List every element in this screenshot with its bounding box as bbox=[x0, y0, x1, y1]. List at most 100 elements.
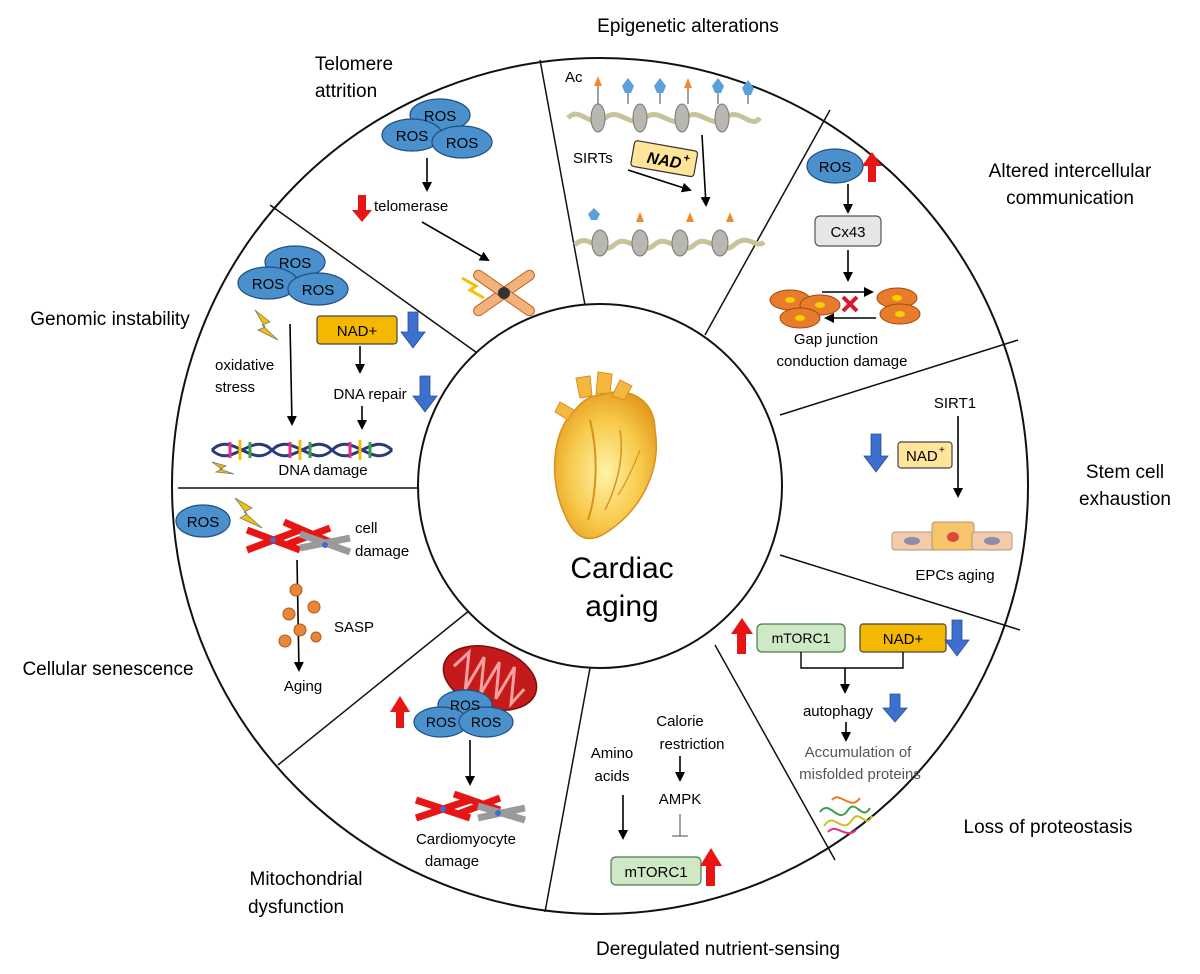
ros-cluster: ROS ROS ROS bbox=[413, 689, 514, 738]
label-stem-2: exhaustion bbox=[1079, 489, 1171, 510]
svg-text:NAD+: NAD+ bbox=[883, 631, 924, 648]
accumulation-1: Accumulation of bbox=[805, 744, 913, 761]
dna-helix-icon bbox=[210, 440, 394, 460]
telomere-section: ROS ROS ROS telomerase bbox=[352, 98, 535, 317]
up-arrow-red bbox=[700, 848, 722, 886]
nad-badge-epigenetic: NAD + bbox=[630, 140, 699, 178]
aging-text: Aging bbox=[284, 678, 322, 695]
label-intercellular-1: Altered intercellular bbox=[989, 161, 1152, 182]
svg-text:ROS: ROS bbox=[446, 135, 479, 152]
down-arrow-blue bbox=[882, 693, 908, 723]
svg-text:mTORC1: mTORC1 bbox=[772, 630, 831, 646]
sector-dividers bbox=[178, 59, 1021, 913]
label-proteostasis: Loss of proteostasis bbox=[964, 817, 1133, 838]
intercellular-section: ROS Cx43 Gap junction conduction damage bbox=[769, 148, 921, 370]
calorie-2: restriction bbox=[659, 736, 724, 753]
oxidative-1: oxidative bbox=[215, 357, 274, 374]
chromatin-top bbox=[566, 76, 762, 133]
label-epigenetic: Epigenetic alterations bbox=[597, 16, 779, 37]
epcs-text: EPCs aging bbox=[915, 567, 994, 584]
cx43-box bbox=[814, 215, 882, 247]
sirt1-text: SIRT1 bbox=[934, 395, 976, 412]
telomerase-text: telomerase bbox=[374, 198, 448, 215]
svg-text:+: + bbox=[683, 152, 691, 165]
up-arrow-red bbox=[862, 152, 882, 182]
mtorc1-box bbox=[610, 856, 702, 886]
misfolded-protein-icon bbox=[819, 796, 873, 835]
epc-cells-icon bbox=[891, 521, 1013, 551]
svg-text:+: + bbox=[939, 445, 945, 456]
label-genomic: Genomic instability bbox=[30, 309, 190, 330]
label-stem-1: Stem cell bbox=[1086, 462, 1164, 483]
svg-text:Cx43: Cx43 bbox=[830, 224, 865, 241]
svg-text:NAD: NAD bbox=[646, 150, 684, 173]
label-senescence: Cellular senescence bbox=[22, 659, 193, 680]
ros-bubble bbox=[175, 504, 231, 538]
nad-box bbox=[316, 315, 398, 345]
svg-text:mTORC1: mTORC1 bbox=[624, 864, 687, 881]
label-telomere-2: attrition bbox=[315, 81, 377, 102]
sasp-particles bbox=[278, 583, 322, 648]
up-arrow-red bbox=[731, 618, 753, 654]
sasp-text: SASP bbox=[334, 619, 374, 636]
svg-text:NAD+: NAD+ bbox=[337, 323, 378, 340]
cardiomyocyte-2: damage bbox=[425, 853, 479, 870]
chromatin-bottom bbox=[573, 208, 766, 257]
svg-text:ROS: ROS bbox=[424, 108, 457, 125]
accumulation-2: misfolded proteins bbox=[799, 766, 921, 783]
senescence-section: ROS cell damage SASP Aging bbox=[175, 497, 409, 695]
svg-text:ROS: ROS bbox=[471, 714, 501, 730]
mito-section: ROS ROS ROS Cardiomyocyte damage bbox=[390, 645, 538, 870]
nutrient-section: Calorie restriction Amino acids AMPK mTO… bbox=[591, 713, 725, 886]
label-telomere-1: Telomere bbox=[315, 54, 393, 75]
down-arrow-red bbox=[352, 195, 372, 222]
cell-cluster-right bbox=[876, 287, 921, 325]
lightning-icon bbox=[254, 309, 279, 341]
autophagy-text: autophagy bbox=[803, 703, 874, 720]
amino-1: Amino bbox=[591, 745, 634, 762]
label-intercellular-2: communication bbox=[1006, 188, 1134, 209]
dna-damage-text: DNA damage bbox=[278, 462, 367, 479]
ac-label: Ac bbox=[565, 69, 583, 86]
label-mito-2: dysfunction bbox=[248, 897, 344, 918]
label-mito-1: Mitochondrial bbox=[250, 869, 363, 890]
center-title-line1: Cardiac bbox=[570, 552, 673, 585]
lightning-icon-small bbox=[211, 461, 235, 475]
genomic-section: ROS ROS ROS oxidative stress NAD+ DNA re… bbox=[210, 245, 438, 479]
nad-badge-stem bbox=[897, 441, 953, 469]
label-nutrient: Deregulated nutrient-sensing bbox=[596, 939, 840, 960]
ros-cluster: ROS ROS ROS bbox=[381, 98, 493, 159]
cell-damage-2: damage bbox=[355, 543, 409, 560]
gap-junction-2: conduction damage bbox=[777, 353, 908, 370]
down-arrow-blue bbox=[944, 619, 970, 657]
svg-text:ROS: ROS bbox=[187, 514, 220, 531]
merge-connector bbox=[800, 652, 904, 669]
ros-cluster: ROS ROS ROS bbox=[237, 245, 349, 306]
calorie-1: Calorie bbox=[656, 713, 704, 730]
heart-icon bbox=[553, 371, 657, 540]
block-x-icon bbox=[841, 295, 859, 313]
svg-text:ROS: ROS bbox=[819, 159, 852, 176]
amino-2: acids bbox=[594, 768, 629, 785]
svg-text:ROS: ROS bbox=[279, 255, 312, 272]
stem-section: SIRT1 NAD + EPCs aging bbox=[863, 395, 1013, 584]
cardiomyocyte-1: Cardiomyocyte bbox=[416, 831, 516, 848]
svg-text:ROS: ROS bbox=[450, 697, 480, 713]
down-arrow-blue bbox=[412, 375, 438, 413]
damaged-chromosome-icon bbox=[414, 790, 526, 824]
svg-text:NAD: NAD bbox=[906, 448, 938, 465]
inhibition-marker bbox=[672, 814, 688, 837]
cell-cluster-left bbox=[769, 289, 841, 329]
cell-damage-1: cell bbox=[355, 520, 378, 537]
dna-repair-text: DNA repair bbox=[333, 386, 406, 403]
svg-text:ROS: ROS bbox=[426, 714, 456, 730]
lightning-icon bbox=[234, 497, 263, 529]
oxidative-2: stress bbox=[215, 379, 255, 396]
down-arrow-blue bbox=[863, 433, 889, 473]
down-arrow-blue bbox=[400, 311, 426, 349]
gap-junction-1: Gap junction bbox=[794, 331, 878, 348]
ampk-text: AMPK bbox=[659, 791, 702, 808]
proteostasis-section: mTORC1 NAD+ autophagy Accumulation of mi… bbox=[731, 618, 970, 835]
